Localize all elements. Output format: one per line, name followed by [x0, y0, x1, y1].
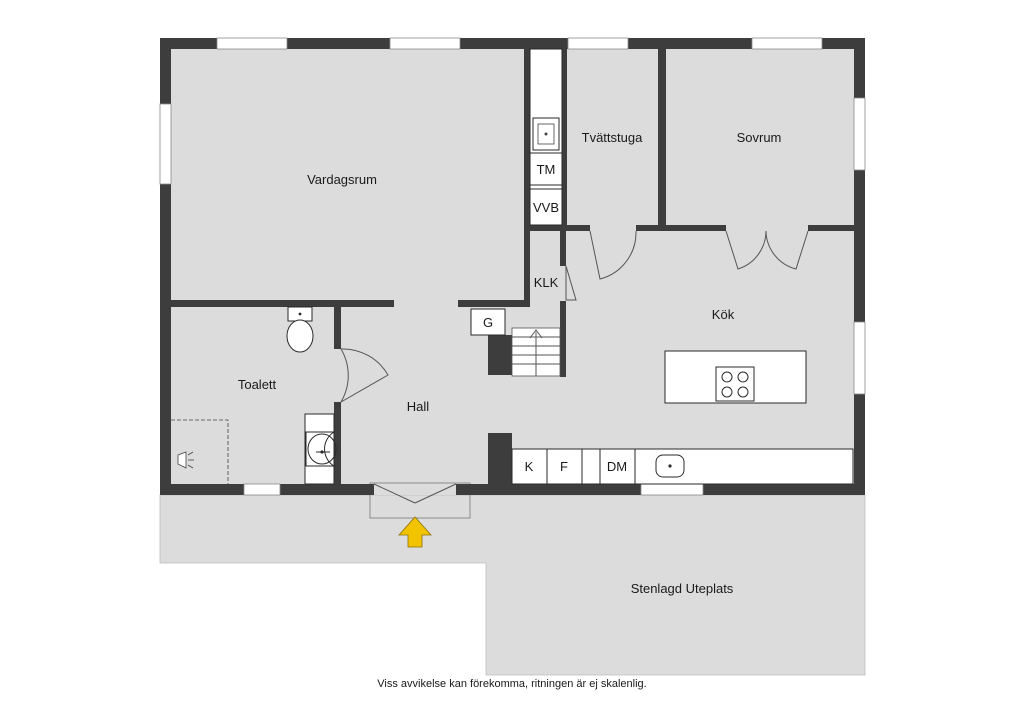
window-east-1 [853, 97, 866, 171]
door-swing-laundry [589, 230, 637, 280]
west-wall [160, 38, 171, 495]
room-label-klk: KLK [534, 275, 559, 290]
south-wall [160, 484, 865, 495]
wall-stairs-west [488, 335, 512, 375]
stove-icon [715, 366, 755, 402]
toilet-icon [286, 306, 314, 353]
room-label-toalett: Toalett [238, 377, 277, 392]
door-opening-laundry [590, 225, 636, 231]
laundry-sink-basin [537, 123, 555, 145]
wall-kitchen-pillar [488, 433, 512, 488]
room-labels: Vardagsrum Tvättstuga Sovrum KLK Kök Toa… [238, 130, 782, 596]
fixture-label-f: F [560, 459, 568, 474]
door-swing-bedroom-right [765, 230, 809, 270]
wall-laundry-west [562, 45, 567, 225]
stair-arrow [529, 329, 543, 339]
disclaimer-text: Viss avvikelse kan förekomma, ritningen … [377, 678, 647, 690]
sink-icon [544, 132, 548, 136]
north-wall [160, 38, 865, 49]
wall-vardagsrum-south-b [458, 300, 530, 307]
window-south-1 [243, 483, 281, 496]
fixture-label-vvb: VVB [533, 200, 559, 215]
entrance-step [369, 482, 471, 519]
sink-icon [655, 454, 685, 478]
doors [339, 225, 809, 504]
window-south-2 [640, 483, 704, 496]
room-label-hall: Hall [407, 399, 430, 414]
window-east-2 [853, 321, 866, 395]
windows [159, 37, 866, 496]
window-west-1 [159, 103, 172, 185]
fixture-label-dm: DM [607, 459, 627, 474]
shower-icon [171, 419, 229, 484]
house-floor [160, 38, 865, 495]
g-box [470, 308, 506, 336]
fixture-labels: TM VVB G K F DM [483, 162, 627, 474]
laundry-fixtures [529, 48, 563, 226]
window-north-4 [751, 37, 823, 50]
stairs-icon [511, 327, 561, 377]
kitchen-counter [511, 448, 854, 485]
window-north-3 [567, 37, 629, 50]
door-swing-bedroom-left [725, 230, 767, 270]
vvb-box [529, 188, 563, 226]
door-opening-bedroom [726, 225, 808, 231]
washbasin-icon [304, 413, 337, 485]
wall-vardagsrum-south-a [166, 300, 394, 307]
wall-klk-east [560, 231, 566, 266]
interior-walls [166, 45, 858, 490]
entrance-opening [374, 484, 456, 495]
wall-bedroom-south [808, 225, 858, 231]
wall-laundry-south-b [636, 225, 726, 231]
fixture-label-tm: TM [537, 162, 556, 177]
wall-toilet-east-b [334, 402, 341, 490]
toilet-bowl [286, 319, 314, 353]
door-swing-klk [565, 265, 577, 301]
room-label-vardagsrum: Vardagsrum [307, 172, 377, 187]
stove-top [715, 366, 755, 402]
entrance-arrow-icon [398, 516, 432, 548]
outer-walls [160, 38, 865, 495]
room-label-sovrum: Sovrum [737, 130, 782, 145]
room-label-uteplats: Stenlagd Uteplats [631, 581, 734, 596]
wall-stairs-east [560, 301, 566, 377]
f-box [546, 448, 583, 485]
room-label-kok: Kök [712, 307, 735, 322]
floors [159, 38, 866, 676]
wall-toilet-east-a [334, 307, 341, 349]
window-north-1 [216, 37, 288, 50]
window-north-2 [389, 37, 461, 50]
wall-laundry-south-a [528, 225, 590, 231]
patio-floor [159, 494, 866, 676]
entrance-double-door [373, 483, 457, 504]
tm-box [529, 152, 563, 186]
door-swing-toilet [339, 348, 389, 404]
kitchen-island [664, 350, 807, 404]
wall-vardagsrum-east [524, 45, 530, 301]
wall-laundry-bedroom [658, 45, 666, 231]
room-label-tvattstuga: Tvättstuga [582, 130, 643, 145]
east-wall [854, 38, 865, 495]
fixture-label-g: G [483, 315, 493, 330]
fixture-label-k: K [525, 459, 534, 474]
dm-box [599, 448, 636, 485]
